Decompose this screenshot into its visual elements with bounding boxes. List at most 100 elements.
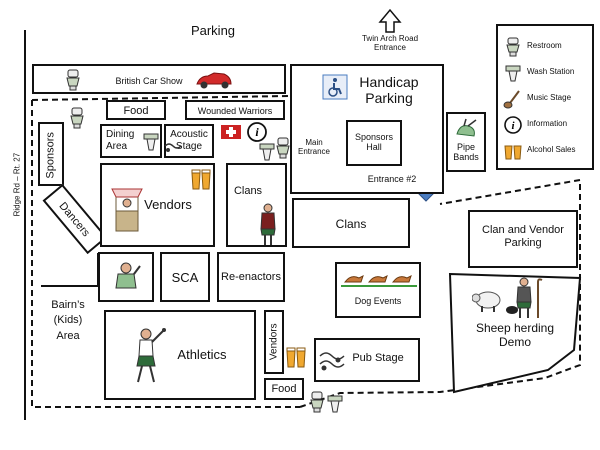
legend-item-alcohol-sales: Alcohol Sales: [499, 140, 593, 162]
sponsors-hall-area[interactable]: Sponsors Hall: [346, 120, 402, 166]
reenactors-label: Re-enactors: [221, 271, 281, 283]
bagpipe-icon: [456, 118, 477, 137]
bairns-label: Bairn’s (Kids) Area: [40, 298, 96, 344]
alcohol-sales-icon: [504, 145, 522, 160]
athletics-area[interactable]: Athletics: [104, 310, 256, 400]
alcohol-sales-icon: [191, 169, 211, 190]
legend-item-restroom: Restroom: [499, 36, 593, 58]
sheep-herding-label: Sheep herding Demo: [460, 321, 570, 350]
acoustic-stage-label: Acoustic Stage: [166, 129, 212, 152]
pipe-bands-area[interactable]: Pipe Bands: [446, 112, 486, 172]
legend-item-information: i Information: [499, 114, 593, 136]
sponsors-left-area[interactable]: Sponsors: [38, 122, 64, 186]
sca-area[interactable]: SCA: [160, 252, 210, 302]
food-top-area[interactable]: Food: [106, 100, 166, 120]
information-icon: i: [504, 116, 522, 134]
ridge-road-label: Ridge Rd – Rt. 27: [12, 152, 22, 217]
sheep-herding-line1: Sheep herding: [475, 321, 555, 335]
wounded-warriors-area[interactable]: Wounded Warriors: [185, 100, 285, 120]
svg-text:i: i: [255, 125, 259, 139]
clans-left-area[interactable]: Clans: [226, 163, 287, 247]
acoustic-stage-line2: Stage: [175, 140, 203, 152]
restroom-icon: [310, 391, 324, 413]
food-bottom-label: Food: [271, 383, 297, 395]
alcohol-sales-icon: [286, 347, 306, 368]
clan-vendor-parking-area[interactable]: Clan and Vendor Parking: [468, 210, 578, 268]
top-parking-label: Parking: [190, 23, 236, 38]
sponsors-hall-line1: Sponsors: [354, 132, 394, 142]
bairns-area[interactable]: Bairn’s (Kids) Area: [40, 286, 100, 370]
athlete-icon: [136, 328, 166, 383]
legend-item-music-stage: Music Stage: [499, 88, 593, 110]
vendors-small-label: Vendors: [268, 323, 280, 361]
dining-area-line2: Area: [106, 140, 128, 152]
information-icon: i: [247, 122, 267, 142]
dining-area[interactable]: Dining Area: [100, 124, 162, 158]
pub-stage-label: Pub Stage: [352, 352, 404, 364]
clans-left-label: Clans: [233, 185, 263, 197]
wash-station-icon: [143, 133, 159, 151]
reenactors-area[interactable]: Re-enactors: [217, 252, 285, 302]
clansman-icon: [260, 203, 276, 245]
first-aid-icon: [221, 125, 241, 139]
wash-station-icon: [327, 395, 343, 413]
main-entrance-line1: Main: [305, 138, 323, 147]
legend-information-label: Information: [527, 119, 568, 128]
british-car-show-area[interactable]: British Car Show: [32, 64, 286, 94]
restroom-icon: [70, 107, 84, 129]
handicap-icon: [322, 74, 348, 100]
kids-stage-area[interactable]: [98, 252, 154, 302]
clans-right-label: Clans: [335, 217, 367, 231]
sponsors-hall-label: Sponsors Hall: [348, 132, 400, 153]
restroom-icon: [506, 37, 520, 57]
dog-events-label: Dog Events: [354, 296, 402, 306]
dining-area-line1: Dining: [106, 129, 135, 140]
dog-events-area[interactable]: Dog Events: [335, 262, 421, 318]
bairns-outline: [41, 253, 99, 287]
clans-right-area[interactable]: Clans: [292, 198, 410, 248]
main-entrance-label: Main Entrance: [294, 138, 334, 156]
legend-music-stage-label: Music Stage: [527, 93, 572, 102]
sheep-icon: [472, 291, 501, 312]
bairns-line2: (Kids): [53, 314, 83, 327]
bairns-line3: Area: [56, 329, 80, 342]
legend-wash-station-label: Wash Station: [527, 67, 575, 76]
food-top-label: Food: [123, 105, 149, 117]
legend-restroom-label: Restroom: [527, 41, 562, 50]
handicap-parking-line2: Parking: [365, 90, 413, 107]
pub-stage-area[interactable]: Pub Stage: [314, 338, 420, 382]
twin-arch-road-line2: Entrance: [373, 43, 407, 53]
athletics-label: Athletics: [177, 347, 227, 362]
handicap-parking-label: Handicap Parking: [354, 74, 424, 106]
acoustic-stage-area[interactable]: Acoustic Stage: [164, 124, 214, 158]
sheep-herding-line2: Demo: [498, 334, 531, 349]
vendors-main-label: Vendors: [144, 197, 192, 212]
music-stage-icon: [503, 90, 520, 109]
clan-vendor-parking-line2: Parking: [504, 236, 542, 249]
handicap-parking-line1: Handicap: [359, 74, 419, 90]
vendors-main-area[interactable]: Vendors: [100, 163, 215, 247]
clan-vendor-parking-line1: Clan and Vendor: [482, 224, 564, 236]
music-stage-icon: [164, 143, 182, 152]
sca-label: SCA: [171, 270, 199, 285]
wounded-warriors-label: Wounded Warriors: [197, 106, 273, 116]
bairns-line1: Bairn’s: [51, 299, 85, 311]
food-bottom-area[interactable]: Food: [264, 378, 304, 400]
car-icon: [196, 72, 232, 89]
vendors-small-area[interactable]: Vendors: [264, 310, 284, 374]
acoustic-stage-line1: Acoustic: [170, 129, 208, 140]
shepherd-icon: [506, 277, 543, 318]
kid-figure-icon: [115, 262, 141, 289]
main-entrance-line2: Entrance: [297, 147, 331, 157]
vendor-stall-icon: [111, 188, 143, 232]
svg-text:i: i: [511, 120, 515, 132]
pipe-bands-label: Pipe Bands: [448, 142, 484, 163]
sheep-herding-area[interactable]: Sheep herding Demo: [448, 270, 582, 402]
wash-station-icon: [259, 143, 275, 161]
dining-area-label: Dining Area: [106, 129, 136, 152]
restroom-icon: [276, 137, 290, 159]
entrance-2-label: Entrance #2: [367, 174, 417, 184]
pipe-bands-line1: Pipe: [456, 142, 475, 152]
clan-vendor-parking-label: Clan and Vendor Parking: [470, 224, 576, 249]
dogs-icon: [341, 275, 417, 287]
